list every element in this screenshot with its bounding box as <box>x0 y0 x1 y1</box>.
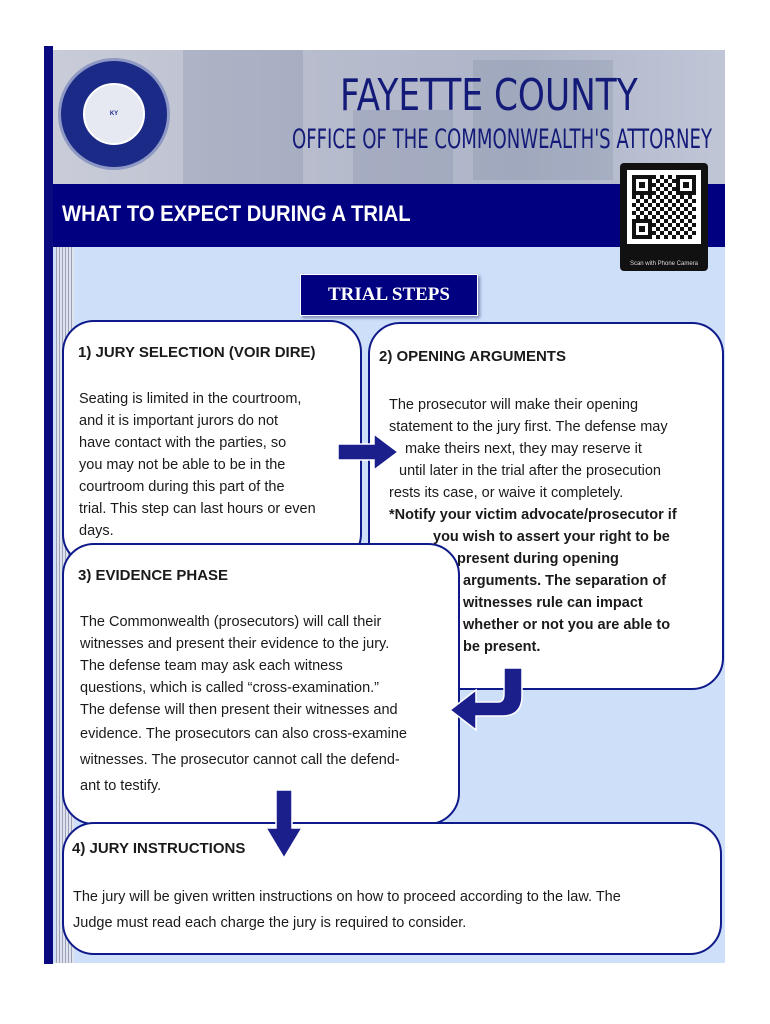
step-title: 4) JURY INSTRUCTIONS <box>72 840 246 857</box>
step-note: *Notify your victim advocate/prosecutor … <box>389 504 677 658</box>
text-line: Seating is limited in the courtroom, <box>79 391 302 407</box>
text-line: The defense will then present their witn… <box>80 702 398 718</box>
step-body: The Commonwealth (prosecutors) will call… <box>80 611 407 799</box>
page-title: FAYETTE COUNTY <box>340 70 638 121</box>
trial-steps-label: TRIAL STEPS <box>300 274 478 316</box>
text-line: Judge must read each charge the jury is … <box>73 915 467 931</box>
step-body: Seating is limited in the courtroom, and… <box>79 388 316 542</box>
commonwealth-attorney-seal: KY <box>58 58 170 170</box>
text-line: The prosecutor will make their opening <box>389 397 639 413</box>
text-line: witnesses rule can impact <box>463 595 643 611</box>
left-accent-bar <box>44 46 53 964</box>
header-banner-image <box>53 50 725 184</box>
text-line: make theirs next, they may reserve it <box>405 441 642 457</box>
page-subtitle: OFFICE OF THE COMMONWEALTH'S ATTORNEY <box>292 124 712 155</box>
text-line: ant to testify. <box>80 778 162 794</box>
text-line: whether or not you are able to <box>463 617 671 633</box>
text-line: trial. This step can last hours or even <box>79 501 316 517</box>
step-evidence-phase: 3) EVIDENCE PHASE The Commonwealth (pros… <box>62 543 460 825</box>
right-arrow-icon <box>337 432 400 472</box>
step-jury-instructions: 4) JURY INSTRUCTIONS The jury will be gi… <box>62 822 722 955</box>
down-arrow-icon <box>264 789 304 860</box>
step-title: 2) OPENING ARGUMENTS <box>379 348 566 365</box>
text-line: and it is important jurors do not <box>79 413 279 429</box>
text-line: The jury will be given written instructi… <box>73 889 621 905</box>
text-line: have contact with the parties, so <box>79 435 287 451</box>
text-line: present during opening <box>457 551 619 567</box>
step-body: The prosecutor will make their opening s… <box>389 394 668 504</box>
text-line: The Commonwealth (prosecutors) will call… <box>80 614 382 630</box>
text-line: The defense team may ask each witness <box>80 658 343 674</box>
text-line: evidence. The prosecutors can also cross… <box>80 726 407 742</box>
text-line: days. <box>79 523 114 539</box>
step-body: The jury will be given written instructi… <box>73 884 621 936</box>
curved-arrow-icon <box>448 667 523 732</box>
text-line: until later in the trial after the prose… <box>399 463 661 479</box>
step-title: 1) JURY SELECTION (VOIR DIRE) <box>78 344 316 361</box>
qr-caption: Scan with Phone Camera <box>629 261 699 267</box>
text-line: witnesses. The prosecutor cannot call th… <box>80 752 400 768</box>
step-jury-selection: 1) JURY SELECTION (VOIR DIRE) <box>62 320 362 566</box>
text-line: witnesses and present their evidence to … <box>80 636 390 652</box>
qr-code[interactable]: Scan with Phone Camera <box>620 163 708 271</box>
text-line: courtroom during this part of the <box>79 479 285 495</box>
banner-heading: WHAT TO EXPECT DURING A TRIAL <box>62 201 411 226</box>
text-line: statement to the jury first. The defense… <box>389 419 668 435</box>
step-title: 3) EVIDENCE PHASE <box>78 567 229 584</box>
title-band <box>53 184 725 247</box>
text-line: be present. <box>463 639 541 655</box>
text-line: you wish to assert your right to be <box>433 529 670 545</box>
seal-center: KY <box>83 83 145 145</box>
text-line: you may not be able to be in the <box>79 457 286 473</box>
text-line: arguments. The separation of <box>463 573 667 589</box>
text-line: questions, which is called “cross-examin… <box>80 680 379 696</box>
text-line: *Notify your victim advocate/prosecutor … <box>389 507 677 523</box>
text-line: rests its case, or waive it completely. <box>389 485 624 501</box>
